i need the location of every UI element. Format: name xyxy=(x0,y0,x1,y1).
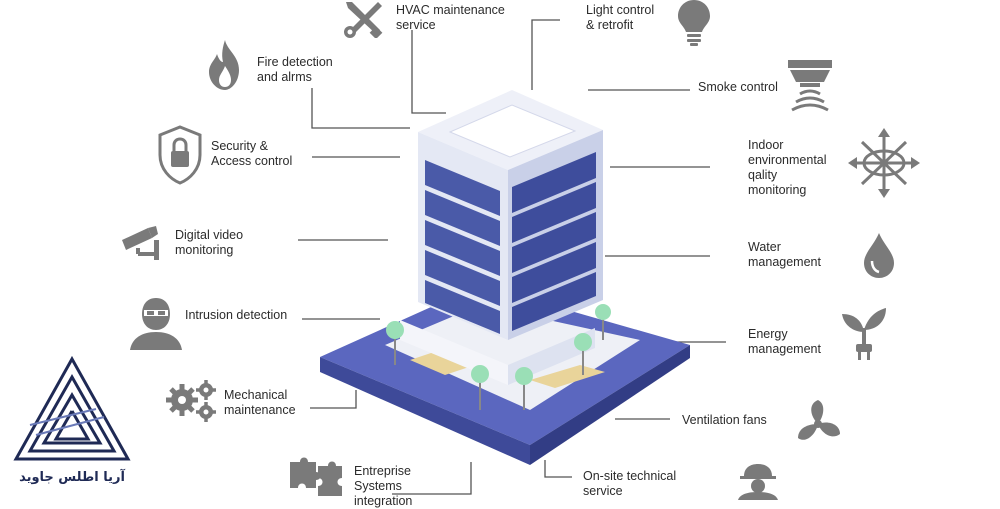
leaf-plug-icon xyxy=(842,308,886,360)
label-ventilation: Ventilation fans xyxy=(682,413,767,427)
logo-text: آریا اطلس جاوید xyxy=(19,470,125,485)
smoke-detector-icon xyxy=(788,60,832,112)
gears-icon xyxy=(166,380,216,422)
connector-lines xyxy=(298,19,726,495)
masked-person-icon xyxy=(130,298,182,350)
label-fire-detection: Fire detection and alrms xyxy=(257,55,333,84)
trees xyxy=(386,304,611,410)
shield-lock-icon xyxy=(158,125,202,185)
label-water: Water management xyxy=(748,240,821,269)
label-mechanical: Mechanical maintenance xyxy=(224,388,296,417)
wrench-screwdriver-icon xyxy=(344,2,383,38)
lightbulb-icon xyxy=(678,0,710,46)
flame-icon xyxy=(209,40,239,90)
puzzle-icon xyxy=(290,457,342,496)
label-smoke-control: Smoke control xyxy=(698,80,778,94)
label-light-control: Light control & retrofit xyxy=(586,3,655,32)
label-video: Digital video monitoring xyxy=(175,228,244,257)
technician-icon xyxy=(738,464,778,500)
label-enterprise: Entreprise Systems integration xyxy=(354,464,413,508)
label-energy: Energy management xyxy=(748,327,821,356)
label-onsite: On-site technical service xyxy=(583,469,677,498)
water-drop-icon xyxy=(864,233,894,278)
cctv-camera-icon xyxy=(122,226,159,260)
company-logo xyxy=(13,355,131,461)
arrows-compass-icon xyxy=(848,128,920,198)
fan-icon xyxy=(798,400,840,440)
label-security: Security & Access control xyxy=(211,139,293,168)
label-hvac: HVAC maintenance service xyxy=(396,3,505,32)
label-intrusion: Intrusion detection xyxy=(185,308,288,322)
label-ieq: Indoor environmental qality monitoring xyxy=(748,138,827,197)
